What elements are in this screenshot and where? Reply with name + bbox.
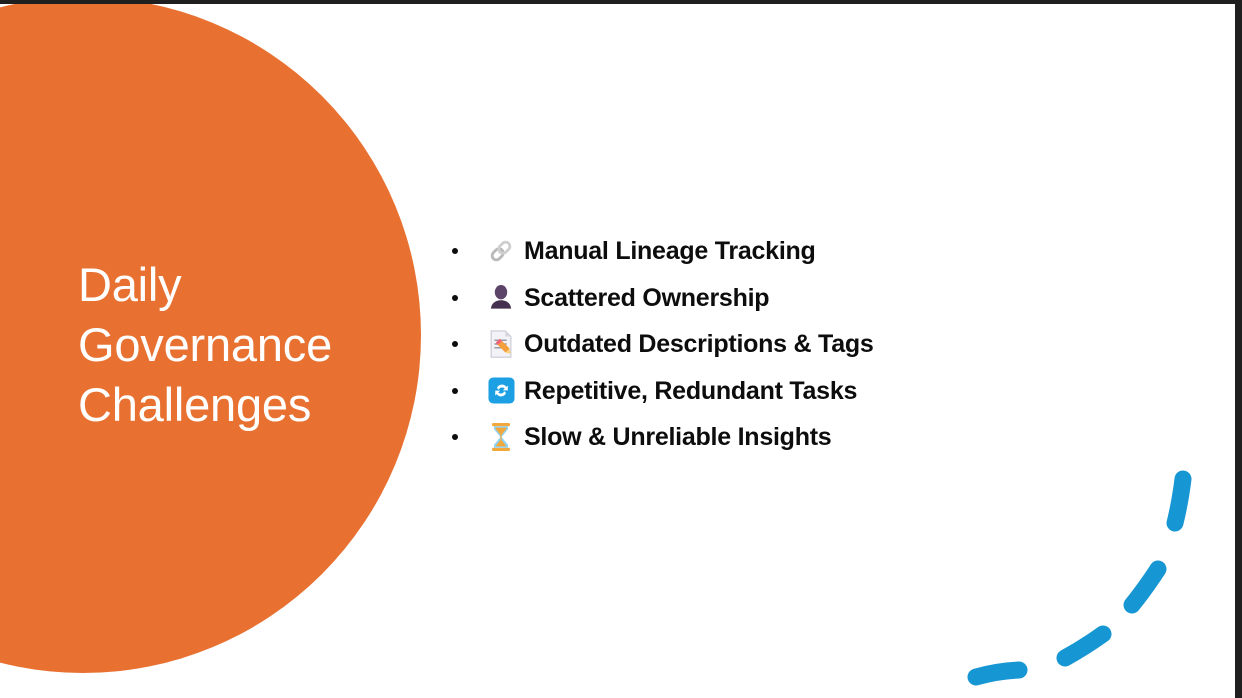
arc-segment-4 (1166, 470, 1192, 532)
chain-link-icon (478, 236, 524, 266)
page-title-line-2: Governance (78, 318, 333, 371)
arc-segment-1 (967, 661, 1028, 686)
sync-refresh-icon (478, 377, 524, 404)
page-title: Daily Governance Challenges (78, 255, 408, 435)
memo-pencil-icon (478, 329, 524, 359)
challenges-list: Manual Lineage Tracking Scattered Owners… (452, 228, 1142, 461)
list-item-label: Outdated Descriptions & Tags (524, 330, 874, 359)
page-title-line-3: Challenges (78, 378, 312, 431)
bullet-point-icon (452, 434, 478, 441)
person-bust-icon (478, 284, 524, 312)
list-item: Repetitive, Redundant Tasks (452, 368, 1142, 415)
top-edge-rule (0, 0, 1242, 4)
list-item: Slow & Unreliable Insights (452, 414, 1142, 461)
page-title-line-1: Daily (78, 258, 182, 311)
bullet-point-icon (452, 294, 478, 301)
dashed-blue-arc (955, 458, 1235, 698)
arc-segment-2 (1056, 625, 1112, 667)
bullet-point-icon (452, 341, 478, 348)
arc-segment-3 (1123, 560, 1167, 614)
list-item-label: Repetitive, Redundant Tasks (524, 376, 858, 405)
hourglass-flow-icon (478, 422, 524, 452)
bullet-point-icon (452, 387, 478, 394)
list-item-label: Manual Lineage Tracking (524, 237, 816, 266)
list-item: Manual Lineage Tracking (452, 228, 1142, 275)
list-item-label: Slow & Unreliable Insights (524, 423, 832, 452)
bullet-point-icon (452, 248, 478, 255)
list-item-label: Scattered Ownership (524, 283, 770, 312)
right-edge-rule (1235, 0, 1242, 698)
list-item: Outdated Descriptions & Tags (452, 321, 1142, 368)
list-item: Scattered Ownership (452, 275, 1142, 322)
